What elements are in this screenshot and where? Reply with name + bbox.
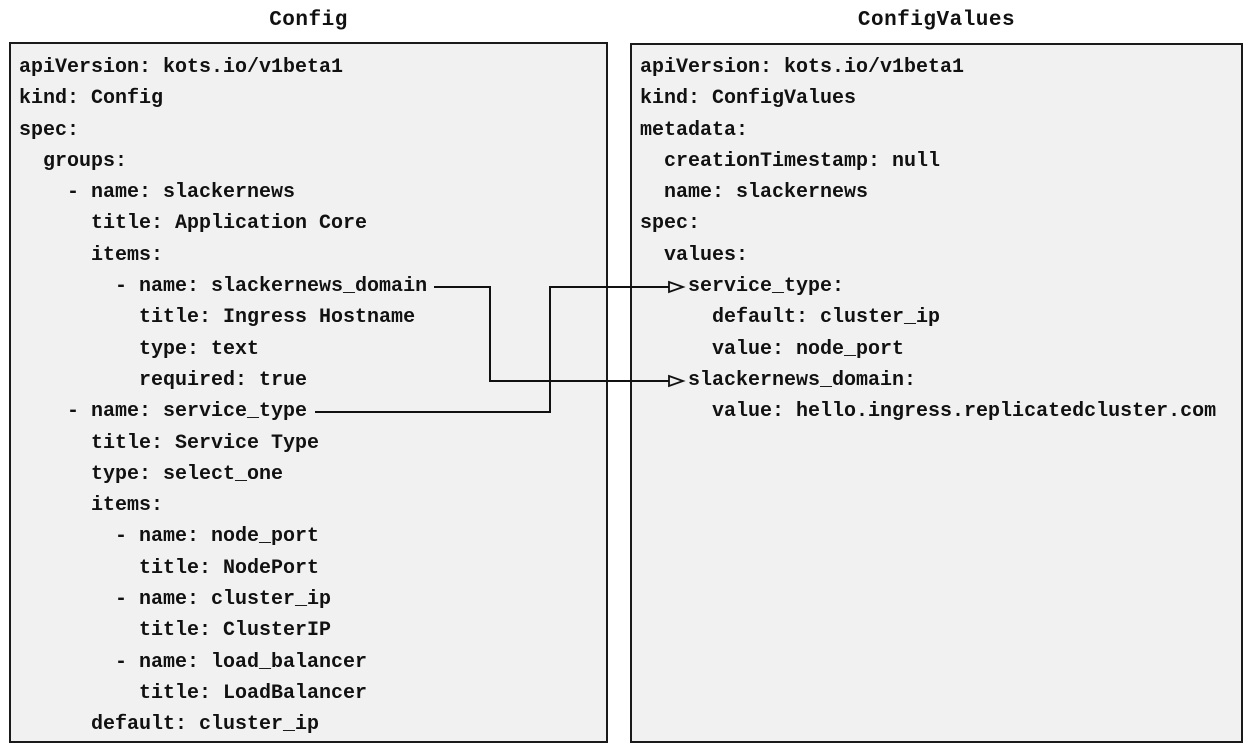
yaml-line: type: text bbox=[19, 337, 260, 361]
yaml-line: title: Application Core bbox=[19, 212, 368, 236]
yaml-line: title: ClusterIP bbox=[19, 619, 332, 643]
yaml-line: kind: ConfigValues bbox=[640, 87, 857, 111]
yaml-line: default: cluster_ip bbox=[640, 306, 941, 330]
yaml-line: - name: cluster_ip bbox=[19, 588, 332, 612]
config-panel: apiVersion: kots.io/v1beta1 kind: Config… bbox=[9, 42, 608, 743]
yaml-line: default: cluster_ip bbox=[19, 713, 320, 737]
yaml-line-service-type-value: service_type: bbox=[640, 275, 845, 299]
yaml-line: value: hello.ingress.replicatedcluster.c… bbox=[640, 400, 1217, 424]
yaml-line: type: select_one bbox=[19, 462, 284, 486]
yaml-line: required: true bbox=[19, 368, 308, 392]
yaml-line: creationTimestamp: null bbox=[640, 149, 941, 173]
yaml-line: apiVersion: kots.io/v1beta1 bbox=[19, 56, 344, 79]
yaml-line: items: bbox=[19, 243, 164, 267]
config-panel-title: Config bbox=[269, 9, 348, 32]
yaml-line: title: NodePort bbox=[19, 556, 320, 580]
yaml-line: spec: bbox=[640, 212, 701, 236]
yaml-line: spec: bbox=[19, 118, 80, 142]
yaml-line: - name: slackernews bbox=[19, 181, 296, 205]
yaml-line: title: Service Type bbox=[19, 431, 320, 455]
yaml-line: name: slackernews bbox=[640, 181, 869, 205]
yaml-line: values: bbox=[640, 243, 749, 267]
configvalues-panel: apiVersion: kots.io/v1beta1 kind: Config… bbox=[630, 43, 1243, 743]
yaml-line-slackernews-domain: - name: slackernews_domain bbox=[19, 275, 428, 299]
yaml-line-slackernews-domain-value: slackernews_domain: bbox=[640, 368, 917, 392]
yaml-line: value: node_port bbox=[640, 337, 905, 361]
yaml-line: - name: node_port bbox=[19, 525, 320, 549]
yaml-line: title: LoadBalancer bbox=[19, 681, 368, 705]
yaml-line: groups: bbox=[19, 149, 128, 173]
yaml-line: kind: Config bbox=[19, 87, 164, 111]
configvalues-panel-title: ConfigValues bbox=[857, 9, 1016, 32]
yaml-line: items: bbox=[19, 494, 164, 518]
yaml-line: title: Ingress Hostname bbox=[19, 306, 416, 330]
yaml-line: - name: load_balancer bbox=[19, 650, 368, 674]
yaml-line-service-type: - name: service_type bbox=[19, 400, 308, 424]
yaml-line: metadata: bbox=[640, 118, 749, 142]
yaml-line: apiVersion: kots.io/v1beta1 bbox=[640, 56, 965, 79]
